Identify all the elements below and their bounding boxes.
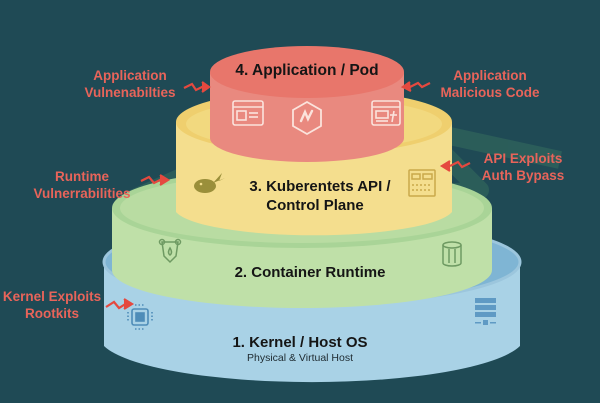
- arrow-app-malicious: [400, 81, 431, 92]
- cpu-chip-icon: [127, 304, 153, 330]
- control-panel-icon: [408, 169, 436, 197]
- threat-api-exploits: API Exploits Auth Bypass: [473, 150, 573, 184]
- threat-runtime-vuln-line2: Vulnerrabilities: [33, 186, 131, 201]
- threat-app-vuln-line2: Vulnenabilties: [84, 85, 176, 100]
- arrow-api-exploits: [439, 160, 471, 172]
- threat-app-malicious-line1: Application: [453, 68, 527, 83]
- hexagon-logo-icon: [292, 100, 322, 136]
- threat-app-vuln-line1: Application: [93, 68, 167, 83]
- threat-kernel-exploits-line1: Kernel Exploits: [2, 289, 102, 304]
- layer-1-subtitle: Physical & Virtual Host: [246, 352, 353, 364]
- threat-api-exploits-line2: Auth Bypass: [481, 168, 565, 183]
- arrow-runtime-vuln: [140, 174, 171, 186]
- layer-3-title-line2: Control Plane: [266, 197, 364, 214]
- storage-cylinder-icon: [442, 241, 462, 267]
- layer-3-title-line1: 3. Kuberentets API /: [249, 178, 391, 195]
- layer-2-title: 2. Container Runtime: [234, 264, 386, 281]
- threat-app-vuln: Application Vulnenabilties: [80, 67, 180, 101]
- arrow-kernel-exploits: [105, 298, 135, 310]
- threat-app-malicious: Application Malicious Code: [430, 67, 550, 101]
- browser-edit-icon: [371, 100, 401, 126]
- threat-api-exploits-line1: API Exploits: [483, 151, 563, 166]
- whale-icon: [194, 173, 225, 193]
- layer-1-title: 1. Kernel / Host OS: [232, 334, 368, 351]
- bear-shield-icon: [158, 238, 182, 264]
- threat-runtime-vuln-line1: Runtime: [55, 169, 109, 184]
- layer-4-title: 4. Application / Pod: [235, 62, 379, 79]
- threat-runtime-vuln: Runtime Vulnerrabilities: [28, 168, 136, 202]
- arrow-app-vuln: [183, 81, 211, 93]
- browser-window-icon: [232, 100, 264, 126]
- threat-app-malicious-line2: Malicious Code: [440, 85, 540, 100]
- threat-kernel-exploits: Kernel Exploits Rootkits: [0, 288, 104, 322]
- threat-kernel-exploits-line2: Rootkits: [25, 306, 79, 321]
- server-rack-icon: [475, 298, 496, 325]
